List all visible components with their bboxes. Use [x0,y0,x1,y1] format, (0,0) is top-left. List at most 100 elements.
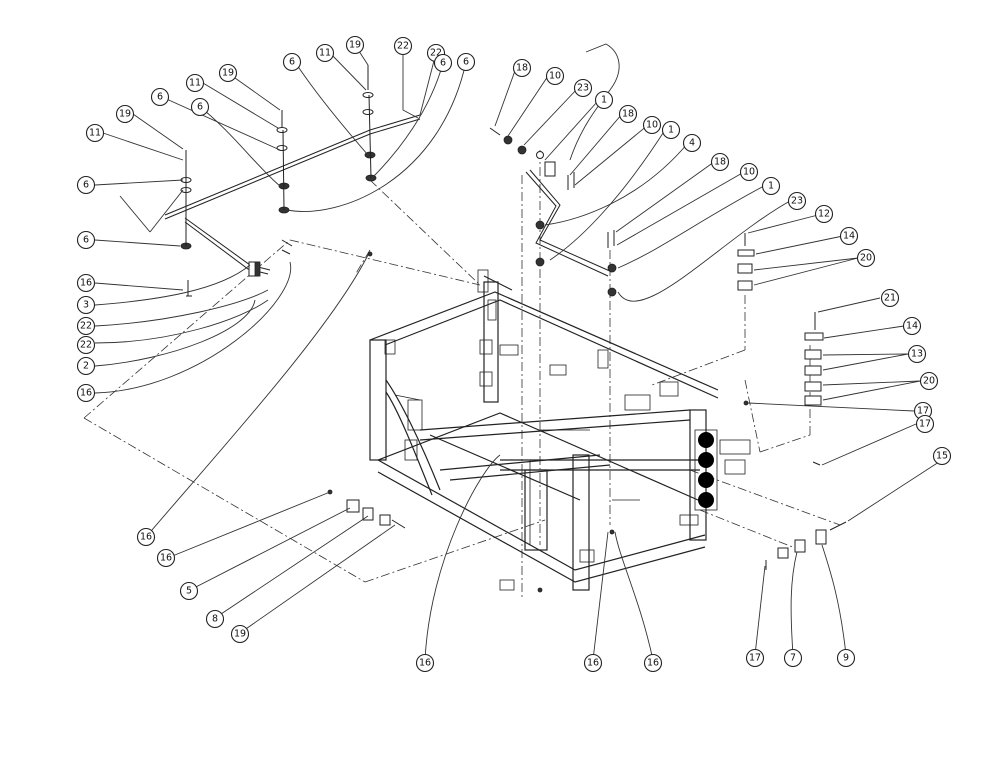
callout-label: 17 [917,406,929,417]
callout-label: 6 [440,58,446,69]
callout-balloon: 18 [618,104,638,124]
callout-balloon: 11 [185,73,205,93]
callout-balloon: 1 [594,90,614,110]
leader-lines [94,44,943,661]
callout-balloon: 8 [205,609,225,629]
callout-balloon: 9 [836,648,856,668]
callout-balloon: 19 [345,35,365,55]
callout-balloon: 13 [907,344,927,364]
callout-balloon: 19 [115,104,135,124]
callout-balloon: 19 [218,63,238,83]
callout-balloon: 21 [880,288,900,308]
callout-balloon: 16 [76,383,96,403]
callout-balloon: 6 [76,230,96,250]
callout-balloon: 15 [932,446,952,466]
callout-label: 22 [80,340,92,351]
assembly-axis-lines [83,150,841,600]
callout-label: 22 [430,48,442,59]
callout-label: 6 [83,235,89,246]
callout-label: 5 [186,586,192,597]
callout-label: 6 [289,57,295,68]
callout-label: 20 [923,376,935,387]
callout-label: 16 [80,388,92,399]
callout-balloon: 4 [682,133,702,153]
callout-balloon: 6 [456,52,476,72]
fastener-stack-top [362,65,377,182]
callout-balloon: 14 [902,316,922,336]
callout-balloon: 23 [787,191,807,211]
callout-label: 16 [80,278,92,289]
callout-label: 13 [911,349,923,360]
callout-label: 8 [212,614,218,625]
callout-label: 15 [936,451,948,462]
callout-label: 11 [319,48,331,59]
callout-balloon: 16 [643,653,663,673]
callout-balloon: 11 [85,123,105,143]
callout-label: 22 [397,41,409,52]
callout-balloon: 23 [573,78,593,98]
callout-label: 7 [790,653,796,664]
callout-balloon: 11 [315,43,335,63]
callout-label: 3 [83,300,89,311]
callout-balloon: 19 [230,624,250,644]
callout-label: 20 [860,253,872,264]
callout-balloon: 22 [393,36,413,56]
callout-label: 4 [689,138,695,149]
callout-label: 6 [157,92,163,103]
callout-balloon: 7 [783,648,803,668]
callout-label: 19 [222,68,234,79]
callout-label: 10 [743,167,755,178]
callout-label: 17 [919,419,931,430]
callout-label: 6 [463,57,469,68]
callout-balloon: 17 [915,414,935,434]
callout-balloon: 17 [745,648,765,668]
callout-label: 10 [646,120,658,131]
callout-label: 12 [818,209,830,220]
callout-label: 2 [83,361,89,372]
callout-label: 16 [160,553,172,564]
callout-balloon: 1 [761,176,781,196]
callout-balloon: 5 [179,581,199,601]
callout-label: 19 [349,40,361,51]
exploded-parts [164,43,847,593]
callout-label: 16 [419,658,431,669]
callout-label: 1 [601,95,607,106]
callout-balloon: 10 [642,115,662,135]
callout-balloon: 16 [76,273,96,293]
callout-label: 19 [119,109,131,120]
callout-label: 18 [516,63,528,74]
callout-balloon: 3 [76,295,96,315]
callout-balloon: 22 [76,335,96,355]
callout-label: 10 [549,71,561,82]
callout-balloon: 16 [415,653,435,673]
callout-balloon: 6 [76,175,96,195]
callout-label: 23 [577,83,589,94]
callout-label: 16 [587,658,599,669]
callout-balloon: 16 [583,653,603,673]
callout-label: 6 [197,102,203,113]
fastener-stack-mid [276,110,290,214]
main-frame [369,269,751,591]
callout-balloon: 1 [661,120,681,140]
callout-label: 1 [668,125,674,136]
callout-balloon: 22 [76,316,96,336]
callout-label: 16 [647,658,659,669]
callout-label: 18 [622,109,634,120]
callout-balloon: 14 [839,226,859,246]
callout-label: 23 [791,196,803,207]
callout-balloon: 16 [136,527,156,547]
callout-label: 16 [140,532,152,543]
callout-balloon: 18 [710,152,730,172]
callout-label: 1 [768,181,774,192]
callout-balloon: 12 [814,204,834,224]
callout-balloon: 20 [856,248,876,268]
callout-balloon: 2 [76,356,96,376]
callout-label: 6 [83,180,89,191]
fastener-stack-left [180,150,192,250]
callout-label: 11 [189,78,201,89]
callout-label: 9 [843,653,849,664]
callout-label: 22 [80,321,92,332]
callout-label: 14 [843,231,855,242]
callout-label: 17 [749,653,761,664]
